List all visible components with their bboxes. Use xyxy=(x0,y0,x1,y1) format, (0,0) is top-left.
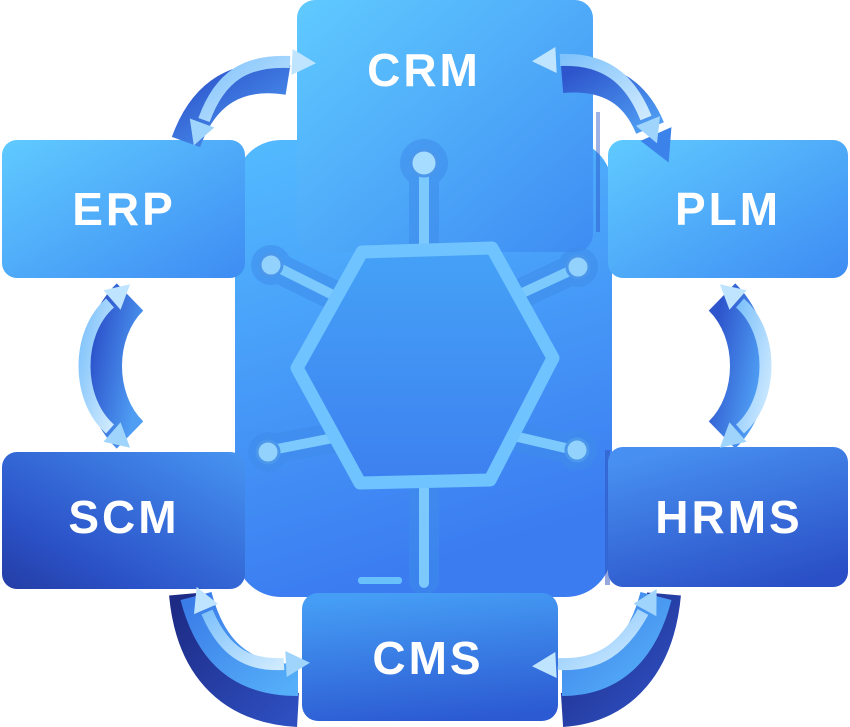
node-hrms: HRMS xyxy=(605,447,848,587)
arrow-scm-cms xyxy=(169,581,311,727)
node-plm: PLM xyxy=(608,140,848,278)
node-cms-label: CMS xyxy=(372,632,483,684)
hexagon-body xyxy=(290,241,560,490)
node-erp: ERP xyxy=(2,140,245,278)
hexagon-chip-icon xyxy=(248,139,598,595)
node-cms: CMS xyxy=(302,593,558,721)
arrow-crm-plm xyxy=(531,47,685,170)
tile-highlight xyxy=(358,577,402,584)
crm-edge-shadow xyxy=(596,112,600,232)
node-crm: CRM xyxy=(297,0,593,252)
node-scm-label: SCM xyxy=(68,491,179,543)
node-scm: SCM xyxy=(2,452,245,589)
chip-pins xyxy=(267,167,579,588)
arrow-plm-hrms xyxy=(707,274,772,458)
node-erp-label: ERP xyxy=(72,183,176,235)
pin-dots xyxy=(255,148,591,465)
arrow-cms-hrms xyxy=(531,582,681,727)
node-crm-label: CRM xyxy=(367,44,481,96)
node-plm-label: PLM xyxy=(675,183,781,235)
arrow-erp-scm xyxy=(78,274,145,458)
arrow-erp-crm xyxy=(171,49,317,150)
node-hrms-label: HRMS xyxy=(655,491,802,543)
